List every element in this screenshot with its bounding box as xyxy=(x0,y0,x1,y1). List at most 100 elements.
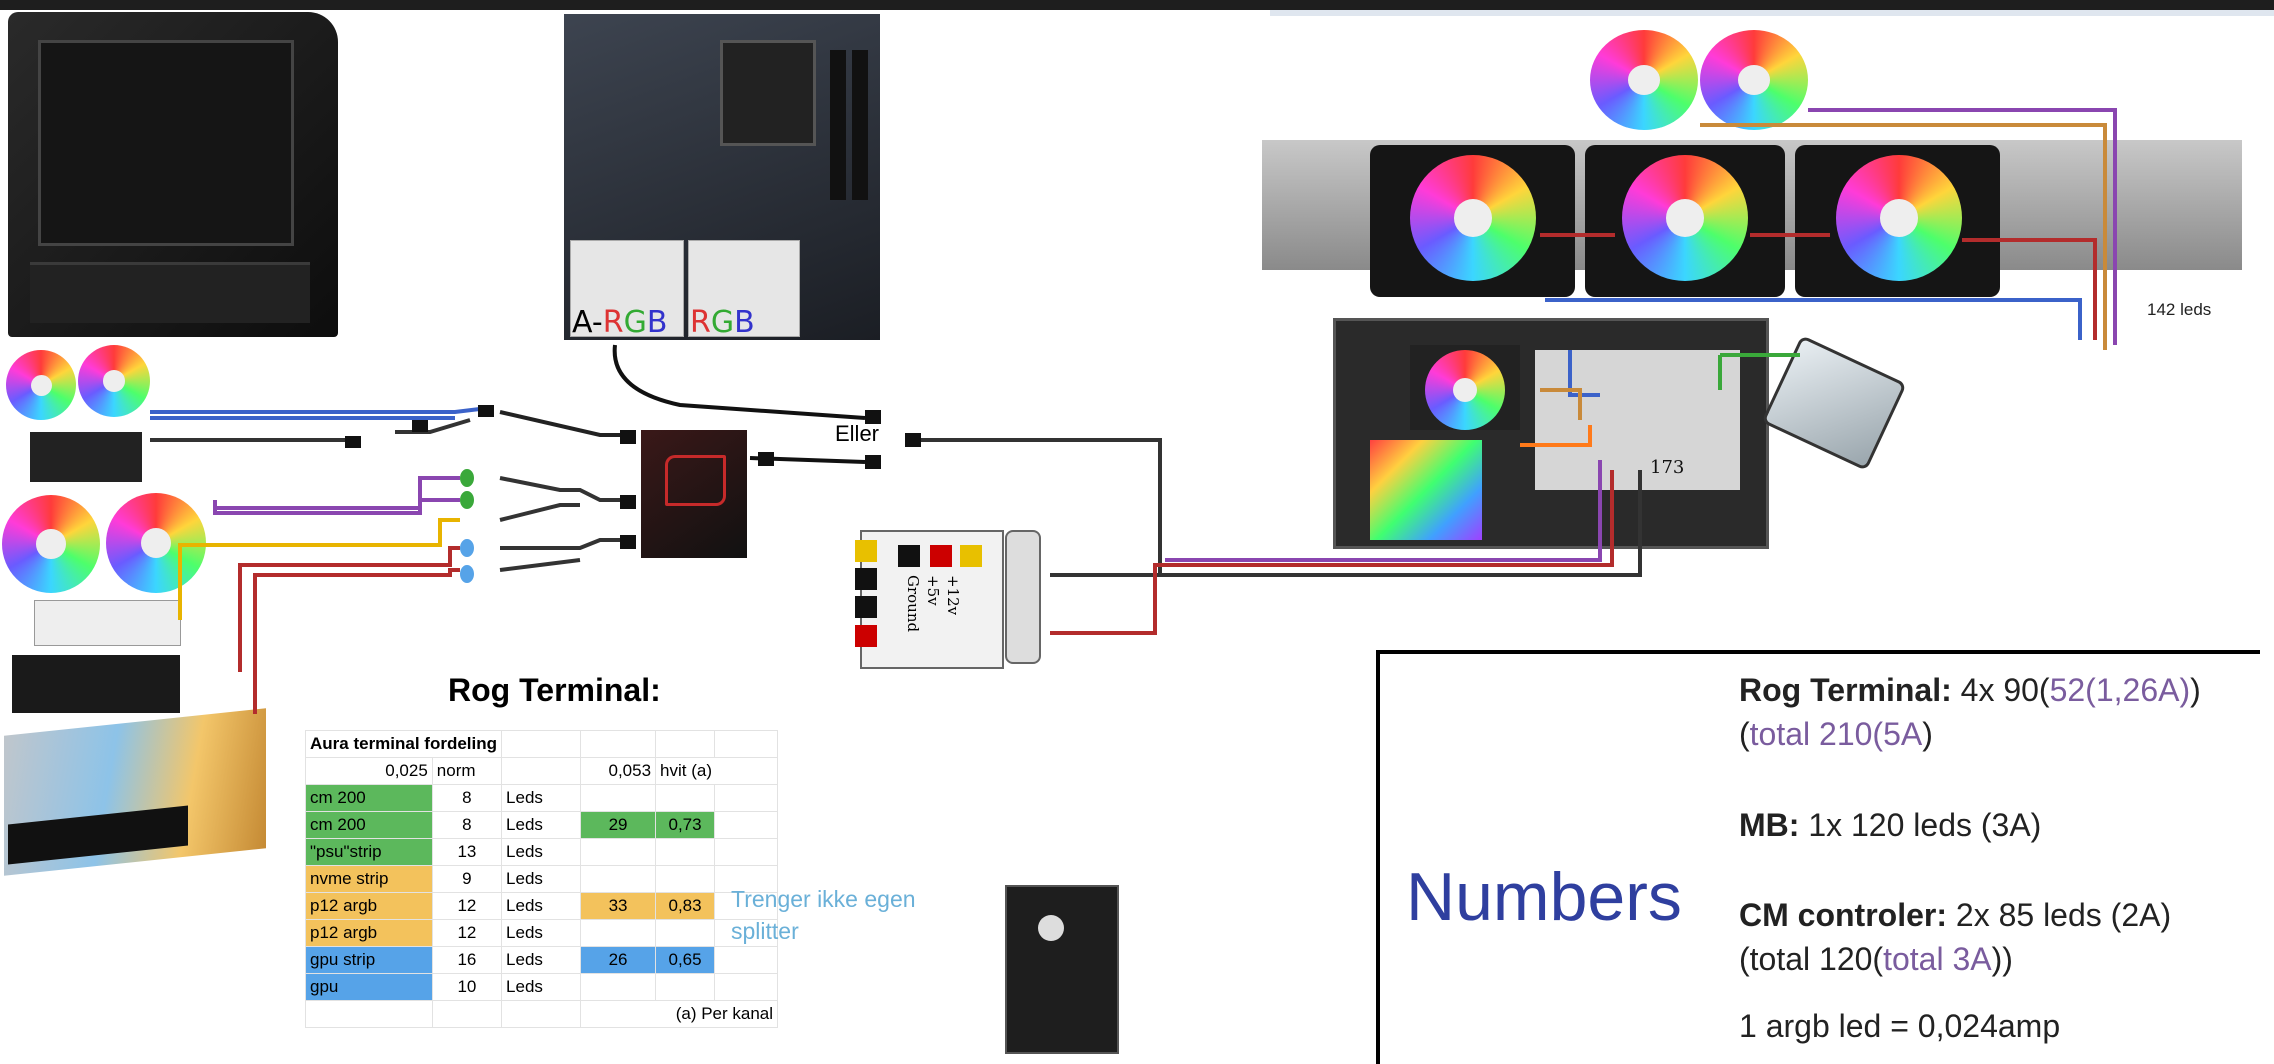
wire-orange xyxy=(1700,123,2107,350)
argb-led-current: 1 argb led = 0,024amp xyxy=(1739,1008,2061,1044)
pc-case-psu-shroud xyxy=(30,262,310,323)
rog-terminal-line: Rog Terminal: 4x 90(52(1,26A)) xyxy=(1739,672,2201,709)
fan-icon xyxy=(1836,155,1962,281)
argb-header-label: A-RGB xyxy=(572,305,668,340)
sheet-header-cell: hvit (a) xyxy=(655,757,779,785)
argb-header-photo xyxy=(570,240,684,337)
row-amp xyxy=(655,865,716,893)
row-count: 12 xyxy=(431,892,503,920)
fan-icon xyxy=(1410,155,1536,281)
splitter-note: Trenger ikke egen splitter xyxy=(731,886,916,944)
ram-slot xyxy=(830,50,846,200)
psu-number-label: 173 xyxy=(1650,457,1685,478)
rgb-header-label: RGB xyxy=(690,305,755,340)
row-sum xyxy=(580,865,657,893)
row-sum: 33 xyxy=(580,892,657,920)
connector xyxy=(620,430,636,444)
wire-mobo-argb xyxy=(612,344,866,420)
row-count: 9 xyxy=(431,865,503,893)
rog-total-close: ) xyxy=(1922,716,1933,752)
wire-green xyxy=(1718,353,1800,390)
sheet-footnote: (a) Per kanal xyxy=(580,1000,779,1028)
rog-logo xyxy=(665,455,726,506)
fan-icon xyxy=(2,495,100,593)
row-sum xyxy=(580,838,657,866)
row-count: 10 xyxy=(431,973,503,1001)
row-unit: Leds xyxy=(501,784,582,812)
connector-blue xyxy=(460,539,474,557)
wire-blue xyxy=(150,406,489,414)
table-row: "psu"strip 13 Leds xyxy=(305,838,779,866)
connector-green xyxy=(460,491,474,509)
leds-142-label: 142 leds xyxy=(2147,300,2212,319)
wire-red xyxy=(1540,233,2097,340)
molex-swatch-black xyxy=(898,545,920,567)
row-amp: 0,73 xyxy=(655,811,716,839)
wire-purple xyxy=(1165,460,1602,562)
row-unit: Leds xyxy=(501,919,582,947)
row-sum: 26 xyxy=(580,946,657,974)
molex-swatch-yellow xyxy=(960,545,982,567)
sheet-title: Aura terminal fordeling xyxy=(304,730,503,758)
molex-pin-red xyxy=(855,625,877,647)
row-amp xyxy=(655,919,716,947)
wire-blue xyxy=(1568,350,1600,397)
cm-controller-value: 2x 85 leds (2A) xyxy=(1955,897,2172,933)
row-unit: Leds xyxy=(501,892,582,920)
row-count: 13 xyxy=(431,838,503,866)
rgb-strip-image xyxy=(1370,440,1482,540)
row-name: cm 200 xyxy=(305,784,433,812)
cm-total-value: total 3A xyxy=(1883,941,1992,977)
sheet-header-cell: 0,053 xyxy=(580,757,657,785)
fan-icon xyxy=(1700,30,1808,130)
aura-terminal-sheet: Aura terminal fordeling 0,025 norm 0,053… xyxy=(304,730,779,1028)
cm-controller-total: (total 120(total 3A)) xyxy=(1739,941,2013,978)
connector xyxy=(865,410,881,424)
table-row: cm 200 8 Leds xyxy=(305,784,779,812)
connector xyxy=(758,452,774,466)
row-sum xyxy=(580,973,657,1001)
connector xyxy=(345,436,361,448)
sheet-header-cell xyxy=(501,757,582,785)
connector xyxy=(412,420,428,432)
mb-line: MB: 1x 120 leds (3A) xyxy=(1739,807,2041,844)
row-name: cm 200 xyxy=(305,811,433,839)
wire-yellow xyxy=(178,518,460,620)
molex-pin-yellow xyxy=(855,540,877,562)
connector xyxy=(478,405,494,417)
table-row: gpu 10 Leds xyxy=(305,973,779,1001)
wire-red xyxy=(253,568,460,714)
rog-terminal-value: 4x 90( xyxy=(1960,672,2050,708)
table-row: p12 argb 12 Leds 33 0,83 xyxy=(305,892,779,920)
wire-black xyxy=(499,558,581,572)
wire-black xyxy=(499,503,580,522)
row-name: gpu xyxy=(305,973,433,1001)
cm-controller-label: CM controler: xyxy=(1739,897,1947,933)
row-name: p12 argb xyxy=(305,919,433,947)
row-unit: Leds xyxy=(501,973,582,1001)
sheet-header-cell: 0,025 xyxy=(305,757,433,785)
top-border xyxy=(0,0,2274,10)
row-count: 8 xyxy=(431,811,503,839)
wire-black xyxy=(915,438,1162,577)
rog-total-value: total 210(5A xyxy=(1749,716,1923,752)
row-amp: 0,83 xyxy=(655,892,716,920)
row-unit: Leds xyxy=(501,838,582,866)
row-amp xyxy=(655,784,716,812)
connector xyxy=(865,455,881,469)
cpu-socket xyxy=(720,40,816,146)
rog-total-open: ( xyxy=(1739,716,1750,752)
table-row: cm 200 8 Leds 29 0,73 xyxy=(305,811,779,839)
cm-controller-line: CM controler: 2x 85 leds (2A) xyxy=(1739,897,2171,934)
pc-case-window xyxy=(38,40,294,246)
fan-icon xyxy=(6,350,76,420)
connector xyxy=(620,535,636,549)
row-sum xyxy=(580,919,657,947)
wire-red xyxy=(238,546,460,672)
wire-black xyxy=(500,538,630,550)
eller-label: Eller xyxy=(835,421,880,446)
row-amp xyxy=(655,838,716,866)
rog-plate-white xyxy=(34,600,181,646)
wire-orange xyxy=(1540,388,1582,420)
sheet-header-cell: norm xyxy=(431,757,503,785)
